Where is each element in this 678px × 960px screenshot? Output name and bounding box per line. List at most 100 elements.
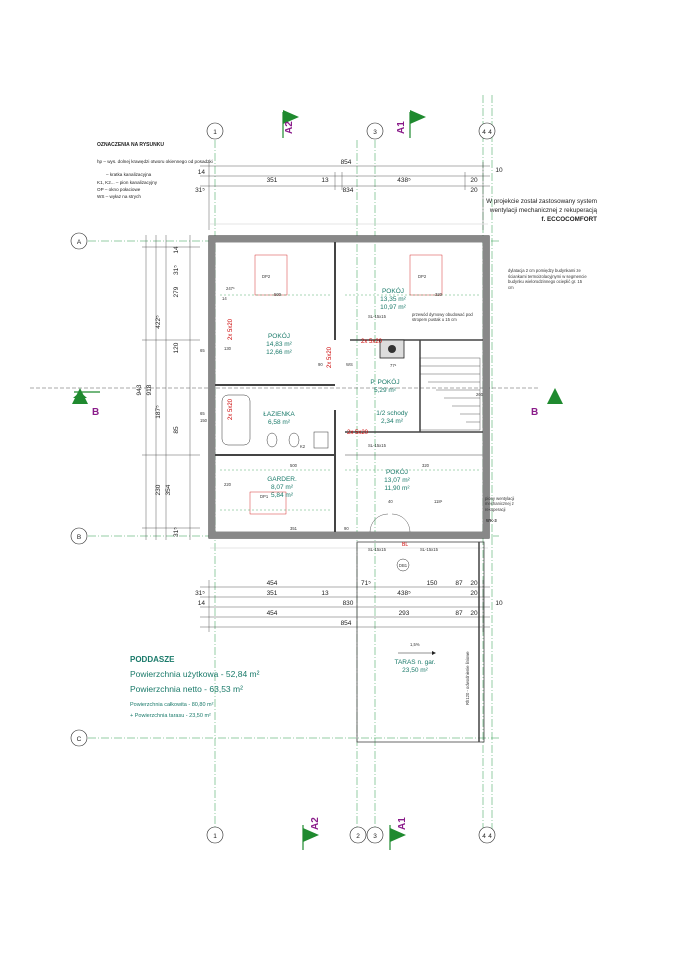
chimney-flue (388, 345, 396, 353)
dim-left-3: 422⁵ (155, 315, 162, 329)
axis-bubbles-left (70, 232, 88, 747)
idim-7: 40 (388, 499, 393, 504)
dim-bot-r4-2: 87 (455, 610, 463, 617)
chimney-note: przewód dymowy obudować pod stropem pust… (412, 312, 473, 323)
section-marker-b-left (72, 388, 100, 404)
dim-bot-r3-2: 10 (495, 600, 503, 607)
idim-12: 247⁵ (226, 286, 235, 291)
wk-tag: WK-3 (486, 518, 497, 523)
bathroom-fixtures (221, 394, 329, 449)
idim-1: 320 (435, 292, 443, 297)
idim-8: 260 (476, 392, 484, 397)
dim-top-r2-4: 20 (470, 177, 478, 184)
system-note-line1: W projekcie został zastosowany system (486, 198, 597, 205)
dim-bot-r2-3: 71⁵ (361, 580, 371, 587)
axis-label-bottom-1: 1 (213, 833, 217, 840)
dim-left-7: 187⁵ (155, 405, 162, 419)
wall-hatch-blocks (209, 236, 489, 538)
summary-net: Powierzchnia netto - 63,53 m² (130, 684, 243, 694)
stairs (419, 357, 481, 431)
chimney-tag-0: 2x 5x20 (361, 339, 383, 345)
room-6-area1: 13,07 m² (384, 477, 410, 484)
idim-2: 500 (290, 463, 298, 468)
room-6-name: POKÓJ (386, 467, 408, 476)
vent-note: piony wentylacji mechanicznej z rekupera… (485, 496, 515, 512)
idim-10: 14 (222, 296, 227, 301)
axis-label-top-4a: 4 (482, 129, 486, 136)
db1-marker (396, 558, 410, 572)
room-0-area1: 14,83 m² (266, 341, 292, 348)
dp1-label: DP1 (260, 494, 269, 499)
room-0-area2: 12,66 m² (266, 349, 292, 356)
room-5-area1: 8,07 m² (271, 484, 294, 491)
vent-note-box: piony wentylacji mechanicznej z rekupera… (485, 496, 515, 512)
axis-bubbles-bottom (206, 826, 496, 844)
ws-tag: WS (346, 362, 353, 367)
idim-9: 118⁵ (434, 499, 443, 504)
axis-label-top-4b: 4 (488, 129, 492, 136)
room-3-area1: 5,29 m² (374, 387, 397, 394)
dim-left-10: 354 (165, 484, 172, 495)
insulation-note: dylatacja 2 cm pomiędzy budynkami ze ści… (508, 268, 587, 290)
legend-item-0: hp – wys. dolnej krawędzi otworu okienne… (97, 159, 213, 164)
dim-left-5: 943 (136, 384, 143, 395)
idim-3: 320 (422, 463, 430, 468)
axis-label-c: C (77, 736, 82, 743)
dim-top-r3-2: 20 (470, 187, 478, 194)
idim-11: 130 (224, 346, 232, 351)
idim-4: 351 (290, 526, 298, 531)
top-dimension-lines (200, 162, 490, 230)
dim-bot-r2-1: 351 (267, 590, 278, 597)
building-walls (208, 235, 490, 539)
section-marker-a2-bottom (302, 825, 319, 850)
dim-top-r3-1: 834 (343, 187, 354, 194)
dp2-label-a: DP2 (262, 274, 271, 279)
dp2-label-b: DP2 (418, 274, 427, 279)
section-marker-b-right (547, 388, 563, 404)
section-marker-a1-top (409, 110, 426, 138)
room-5-name: GARDER. (267, 476, 297, 483)
legend-item-4: WS – wyłaz na strych (97, 194, 141, 199)
idim-6: 77⁵ (390, 363, 397, 368)
dim-bot-r3-1: 830 (343, 600, 354, 607)
dim-left-11: 31⁵ (173, 527, 180, 537)
axis-label-top-1: 1 (213, 129, 217, 136)
axis-label-bottom-4a: 4 (482, 833, 486, 840)
section-marker-a2-top (282, 110, 299, 138)
idim-16: 150 (200, 418, 208, 423)
bl-tag: BL (402, 542, 408, 548)
dim-bot-r2-4: 438⁵ (397, 590, 411, 597)
room-1-area2: 10,97 m² (380, 304, 406, 311)
bottom-dimension-lines (200, 580, 490, 632)
dim-bot-r4-1: 293 (399, 610, 410, 617)
slope-arrowhead (432, 651, 436, 655)
section-label-a1-bottom: A1 (397, 817, 408, 830)
dim-left-9: 230 (155, 484, 162, 495)
legend-item-2: K1, K2... – pion kanalizacyjny (97, 180, 158, 185)
axis-bubbles-top (206, 122, 496, 140)
room-7-name: TARAS n. gar. (394, 659, 435, 666)
dim-bot-r4-0: 454 (267, 610, 278, 617)
dim-bot-r2-5: 20 (470, 590, 478, 597)
sl-tag-2: SL-15x15 (368, 547, 387, 552)
system-note-line2: wentylacji mechanicznej z rekuperacją (489, 207, 598, 214)
room-2-name: ŁAZIENKA (263, 411, 295, 418)
room-5-area2: 5,84 m² (271, 492, 294, 499)
dim-bot-r1-3: 20 (470, 580, 478, 587)
wall-tiles (210, 223, 488, 549)
dim-top-total: 854 (341, 159, 352, 166)
summary-usable: Powierzchnia użytkowa - 52,84 m² (130, 669, 260, 679)
section-label-b-right: B (531, 407, 538, 418)
dim-left-8: 85 (173, 426, 180, 434)
legend-item-3: OP – okno połaciowe (97, 187, 141, 192)
room-6-area2: 11,90 m² (384, 485, 410, 492)
left-dimension-lines (142, 235, 200, 540)
db1-tag: DB1 (399, 563, 408, 568)
section-label-b-left: B (92, 407, 99, 418)
dim-bot-r1-0: 454 (267, 580, 278, 587)
dim-left-2: 279 (173, 286, 180, 297)
chimney-tag-2: 2x 5x20 (228, 398, 234, 420)
chimney-note-box: przewód dymowy obudować pod stropem pust… (412, 312, 473, 323)
system-note-line3: f. ECCOCOMFORT (541, 216, 597, 223)
